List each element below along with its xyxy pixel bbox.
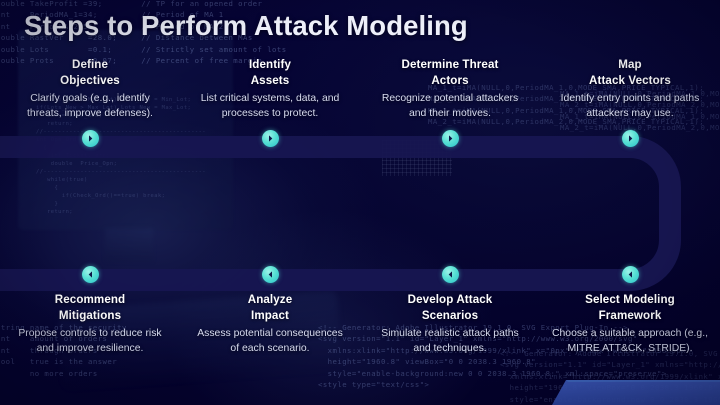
step-description: Choose a suitable approach (e.g., MITRE … [552,328,708,354]
chevron-left-icon[interactable] [441,266,459,283]
step-select-modeling-framework[interactable]: Select Modeling Framework Choose a suita… [540,266,720,356]
step-title-line1: Map [618,58,642,71]
step-title-line2: Attack Vectors [589,74,671,87]
decorative-plate [552,380,720,405]
step-title-line1: Select Modeling [585,293,675,306]
chevron-right-icon[interactable] [621,130,639,147]
step-recommend-mitigations[interactable]: Recommend Mitigations Propose controls t… [0,266,180,356]
chevron-right-icon[interactable] [81,130,99,147]
step-determine-threat-actors[interactable]: Determine Threat Actors Recognize potent… [360,57,540,147]
monitor-stand-shape [105,228,153,262]
step-description: Assess potential consequences of each sc… [197,328,343,354]
step-description: Recognize potential attackers and their … [381,93,519,119]
chevron-right-icon[interactable] [261,130,279,147]
step-description: Identify entry points and paths attacker… [560,93,700,119]
step-title-line1: Identify [248,58,292,71]
page-title: Steps to Perform Attack Modeling [24,10,468,41]
step-description: Simulate realistic attack paths and tech… [381,328,519,354]
step-title-line1: Analyze [247,293,293,306]
step-define-objectives[interactable]: Define Objectives Clarify goals (e.g., i… [0,57,180,147]
step-title-line1: Develop Attack [407,293,493,306]
step-title-line2: Scenarios [421,309,479,322]
step-title-line1: Define [71,58,109,71]
chevron-left-icon[interactable] [621,266,639,283]
step-title-line2: Mitigations [58,309,122,322]
step-title-line2: Impact [251,309,289,322]
step-title-line1: Determine Threat [401,58,499,71]
step-title-line1: Recommend [54,293,126,306]
step-title-line2: Objectives [60,74,120,87]
step-title-line2: Actors [431,74,469,87]
step-description: Propose controls to reduce risk and impr… [18,328,162,354]
step-map-attack-vectors[interactable]: Map Attack Vectors Identify entry points… [540,57,720,147]
chevron-right-icon[interactable] [441,130,459,147]
bottom-steps-row: Recommend Mitigations Propose controls t… [0,266,720,356]
chevron-left-icon[interactable] [81,266,99,283]
step-title-line2: Assets [250,74,290,87]
step-identify-assets[interactable]: Identify Assets List critical systems, d… [180,57,360,147]
step-description: Clarify goals (e.g., identify threats, i… [27,93,153,119]
step-description: List critical systems, data, and process… [200,93,340,119]
top-steps-row: Define Objectives Clarify goals (e.g., i… [0,57,720,147]
step-title-line2: Framework [598,309,662,322]
step-analyze-impact[interactable]: Analyze Impact Assess potential conseque… [180,266,360,356]
chevron-left-icon[interactable] [261,266,279,283]
step-develop-attack-scenarios[interactable]: Develop Attack Scenarios Simulate realis… [360,266,540,356]
